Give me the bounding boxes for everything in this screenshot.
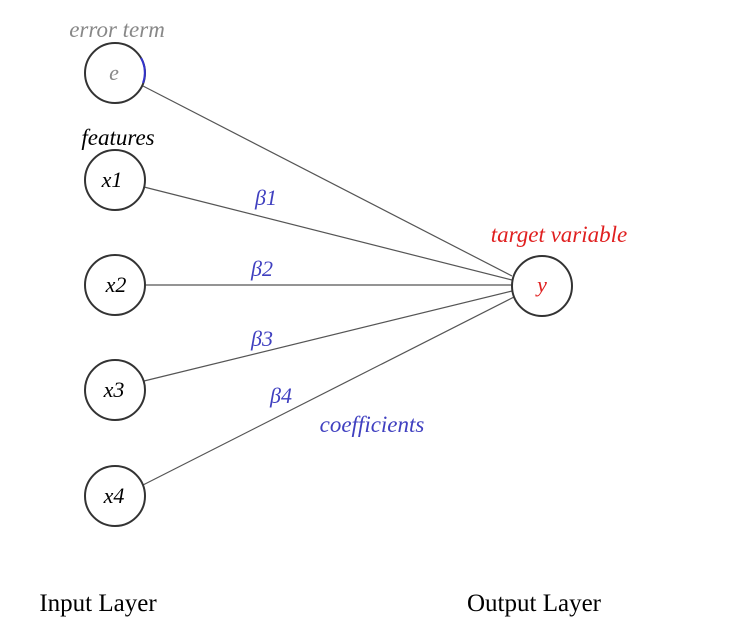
x4-node-label: x4 xyxy=(103,483,125,508)
x3-node-label: x3 xyxy=(103,377,125,402)
edge-x1-to-y xyxy=(143,186,513,281)
x2-node-circle xyxy=(84,254,146,316)
output-layer-label: Output Layer xyxy=(467,590,602,617)
feature-node-x1: x1 xyxy=(84,149,146,211)
features-label: features xyxy=(81,125,154,150)
x1-node-label: x1 xyxy=(101,167,123,192)
coefficients-label: coefficients xyxy=(320,412,425,437)
x3-node-circle xyxy=(84,359,146,421)
y-node-label: y xyxy=(535,272,547,297)
y-node-circle xyxy=(511,255,573,317)
edge-x3-to-y xyxy=(143,290,513,382)
coefficient-beta1: β1 xyxy=(254,185,277,210)
coefficient-beta4: β4 xyxy=(269,383,292,408)
error-node: e xyxy=(84,42,146,104)
x2-node-label: x2 xyxy=(105,272,127,297)
feature-node-x4: x4 xyxy=(84,465,146,527)
target-node-y: y xyxy=(511,255,573,317)
error-node-label: e xyxy=(109,60,119,85)
coefficient-beta3: β3 xyxy=(250,326,273,351)
x1-node-circle xyxy=(84,149,146,211)
feature-node-x2: x2 xyxy=(84,254,146,316)
error-term-label: error term xyxy=(69,17,165,42)
edge-error-to-y xyxy=(142,85,513,277)
coefficient-beta2: β2 xyxy=(250,256,273,281)
target-variable-label: target variable xyxy=(491,222,627,247)
feature-node-x3: x3 xyxy=(84,359,146,421)
x4-node-circle xyxy=(84,465,146,527)
input-layer-label: Input Layer xyxy=(39,590,157,617)
error-node-arc xyxy=(140,57,146,84)
edge-x4-to-y xyxy=(142,296,515,486)
